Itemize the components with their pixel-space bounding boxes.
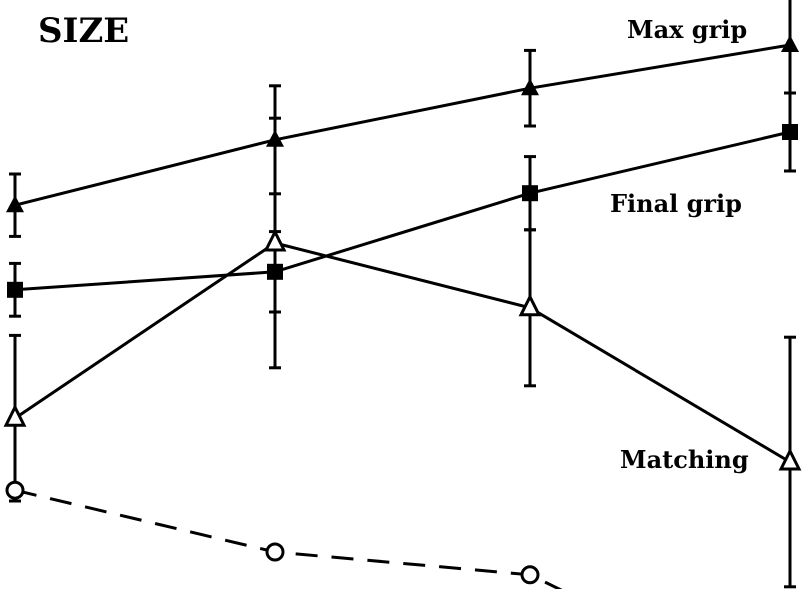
data-point <box>6 195 24 213</box>
data-point <box>782 124 798 140</box>
data-point <box>7 281 23 298</box>
label-matching: Matching <box>620 445 749 474</box>
series-line-2 <box>14 241 791 464</box>
chart-title: SIZE <box>38 11 129 51</box>
data-point <box>781 35 799 52</box>
data-point <box>518 293 542 317</box>
series-line-3 <box>14 488 563 589</box>
series-line-1 <box>14 130 791 292</box>
label-final-grip: Final grip <box>610 189 742 218</box>
data-point <box>265 542 285 562</box>
data-point <box>520 565 540 585</box>
series-line-0 <box>14 43 791 207</box>
data-point <box>263 228 287 252</box>
data-point <box>522 185 538 202</box>
label-max-grip: Max grip <box>627 15 747 44</box>
data-point <box>521 78 539 96</box>
data-point <box>3 403 27 427</box>
data-point <box>778 447 802 471</box>
data-point <box>5 480 25 500</box>
